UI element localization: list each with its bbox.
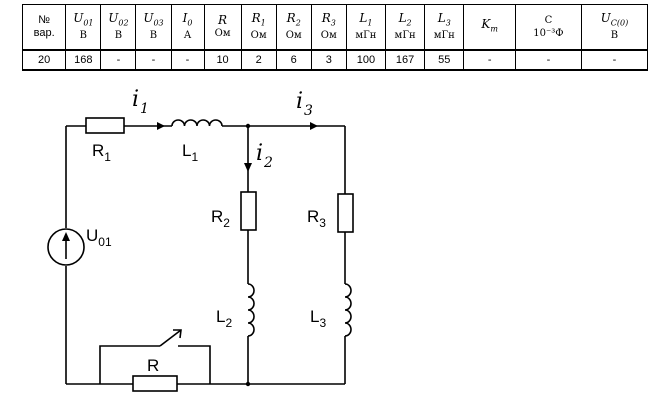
resistor-r2 (240, 191, 257, 231)
table-row-values: 20 168 - - - 10 2 6 3 100 167 55 - - - (21, 49, 649, 71)
label-u01: U01 (86, 226, 112, 249)
value-r3: 3 (310, 49, 347, 71)
voltage-source-u01 (47, 228, 85, 266)
value-l1: 100 (345, 49, 387, 71)
resistor-r (132, 375, 178, 392)
value-r2: 6 (275, 49, 312, 71)
value-no: 20 (21, 49, 67, 71)
label-i2: i2 (256, 141, 273, 171)
current-arrow-i2-icon (244, 163, 252, 172)
label-r2: R2 (211, 207, 230, 230)
value-uc0: - (580, 49, 649, 71)
node-top (245, 123, 251, 129)
label-l3: L3 (310, 307, 326, 330)
header-km: Km (463, 4, 516, 51)
resistor-r1 (85, 117, 125, 134)
value-r: 10 (203, 49, 242, 71)
switch-blade (159, 329, 182, 347)
source-arrow-icon (62, 232, 70, 241)
header-no: № вар. (21, 4, 67, 51)
label-r3: R3 (307, 207, 326, 230)
value-u01: 168 (65, 49, 102, 71)
resistor-r3 (337, 193, 354, 233)
value-u03: - (135, 49, 172, 71)
switch-arrow-icon (173, 329, 182, 339)
inductor-l1 (171, 119, 223, 127)
current-arrow-i1-icon (157, 122, 165, 130)
wire-switch-right (178, 345, 211, 384)
node-bottom (245, 381, 251, 387)
label-i1: i1 (132, 87, 149, 117)
value-c: - (514, 49, 582, 71)
label-l1: L1 (182, 141, 198, 164)
label-r1: R1 (92, 141, 111, 164)
header-uc0: UC(0)В (580, 4, 649, 51)
label-i3: i3 (296, 89, 313, 119)
wire-switch-left (99, 345, 160, 384)
inductor-l2 (247, 283, 255, 337)
label-r: R (147, 356, 159, 375)
label-l2: L2 (216, 307, 232, 330)
value-l3: 55 (424, 49, 465, 71)
inductor-l3 (344, 283, 352, 337)
current-arrow-i3-icon (310, 122, 318, 130)
